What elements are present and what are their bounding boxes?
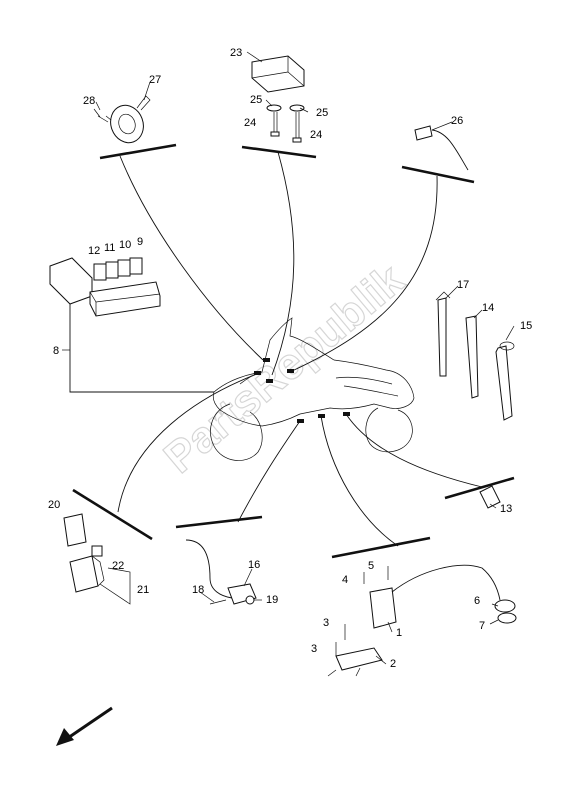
callout-3: 3 (311, 643, 317, 655)
cable-ties (435, 291, 515, 421)
callout-14: 14 (482, 302, 494, 314)
bracket-icon (335, 647, 383, 671)
sensor-26 (414, 125, 469, 171)
callout-4: 4 (342, 574, 348, 586)
nut-icon (245, 595, 255, 605)
bolt-icon (273, 112, 278, 134)
rubber-cap-icon (497, 612, 517, 624)
relay-group (63, 513, 105, 593)
fuse-box (49, 257, 161, 317)
callout-13: 13 (500, 503, 512, 515)
callout-12: 12 (88, 245, 100, 257)
relay-icon (69, 555, 99, 593)
group-brackets (69, 143, 515, 559)
fuse-box-icon (89, 281, 161, 317)
callout-11: 11 (104, 242, 115, 254)
callout-24: 24 (244, 117, 256, 129)
connector-point (266, 379, 273, 383)
horn-icon (110, 104, 144, 144)
relay-icon (63, 513, 87, 547)
callout-leaders (62, 51, 515, 665)
callout-10: 10 (119, 239, 131, 251)
direction-arrow (56, 706, 113, 746)
sensor-icon (414, 125, 433, 141)
switch-part (185, 539, 257, 605)
callout-3: 3 (323, 617, 329, 629)
callout-26: 26 (451, 115, 463, 127)
fuse-icon (93, 263, 107, 281)
cable-tie-icon (465, 315, 479, 399)
fuse-icon (105, 261, 119, 279)
plug-cap-icon (494, 599, 516, 613)
callout-2: 2 (390, 658, 396, 670)
bolt-icon (295, 112, 300, 140)
fuse-icon (117, 259, 131, 277)
fuse-icon (91, 545, 103, 557)
callout-5: 5 (368, 560, 374, 572)
callout-1: 1 (396, 627, 402, 639)
callout-25: 25 (250, 94, 262, 106)
callout-22: 22 (112, 560, 124, 572)
callout-15: 15 (520, 320, 532, 332)
fuse-box-lid-icon (49, 257, 93, 305)
washer-icon (289, 104, 305, 112)
callout-9: 9 (137, 236, 143, 248)
callout-20: 20 (48, 499, 60, 511)
callout-18: 18 (192, 584, 204, 596)
bolts-washers (266, 104, 305, 143)
connector-point (287, 369, 294, 373)
callout-numbers: 23 27 28 25 25 24 24 26 12 11 10 9 17 14… (48, 47, 532, 670)
callout-16: 16 (248, 559, 260, 571)
callout-8: 8 (53, 345, 59, 357)
fuse-icon (129, 257, 143, 275)
ignition-coil-icon (369, 587, 397, 629)
callout-25: 25 (316, 107, 328, 119)
callout-7: 7 (479, 620, 485, 632)
connector-point (254, 371, 261, 375)
connector-point (297, 419, 304, 423)
connector-point (318, 414, 325, 418)
ignition-coil-group (327, 564, 517, 677)
callout-27: 27 (149, 74, 161, 86)
callout-6: 6 (474, 595, 480, 607)
callout-23: 23 (230, 47, 242, 59)
connector-point (263, 358, 270, 362)
callout-19: 19 (266, 594, 278, 606)
screw-icon (209, 599, 227, 605)
leader-lines (117, 151, 483, 547)
cap-13-icon (479, 485, 501, 509)
callout-17: 17 (457, 279, 469, 291)
callout-21: 21 (137, 584, 149, 596)
callout-24: 24 (310, 129, 322, 141)
horn-part (93, 95, 151, 144)
relay-23 (251, 55, 305, 93)
callout-28: 28 (83, 95, 95, 107)
washer-icon (266, 104, 282, 112)
cable-tie-icon (495, 345, 513, 421)
cable-tie-icon (437, 297, 447, 377)
